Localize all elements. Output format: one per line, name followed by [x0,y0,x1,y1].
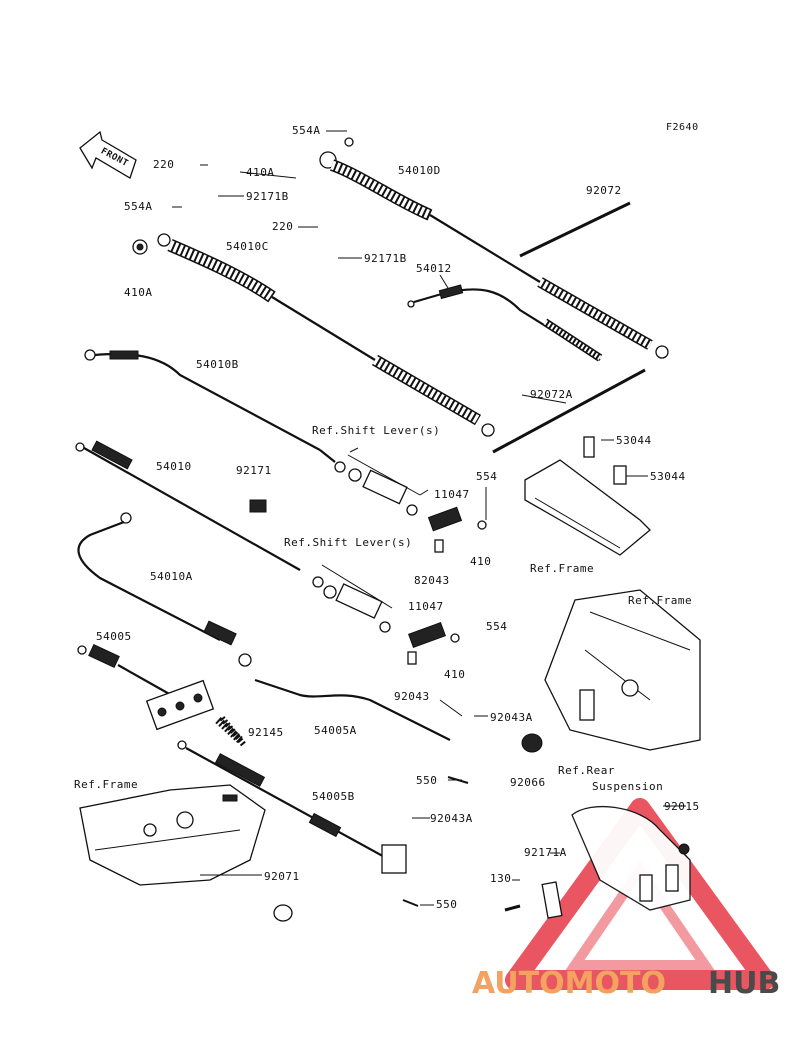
label-92072: 92072 [586,184,622,197]
label-220-a: 220 [153,158,174,171]
ref-frame-top [524,436,651,556]
label-92171B-b: 92171B [364,252,407,265]
bushing-92071 [273,904,293,922]
cable-54010A [77,512,252,667]
label-54005A: 54005A [314,724,357,737]
label-92043A-b: 92043A [430,812,473,825]
label-54005: 54005 [96,630,132,643]
label-410A-b: 410A [124,286,153,299]
shift-lever-group-1 [334,447,487,553]
label-54005B: 54005B [312,790,355,803]
label-53044-a: 53044 [616,434,652,447]
label-92171A: 92171A [524,846,567,859]
grommet-92066 [521,733,543,753]
label-92015: 92015 [664,800,700,813]
label-54012: 54012 [416,262,452,275]
label-554-b: 554 [486,620,507,633]
label-11047-a: 11047 [434,488,470,501]
watermark-text: AUTOMOTO HUB [472,966,780,1001]
label-554A-left: 554A [124,200,153,213]
label-ref-rear: Ref.Rear [558,764,615,777]
spring-92145 [219,716,247,747]
cable-54005B [177,740,407,874]
ref-frame-bottom [79,784,266,886]
label-410-b: 410 [444,668,465,681]
label-ref-frame-1: Ref.Frame [530,562,594,575]
label-82043: 82043 [414,574,450,587]
label-554-a: 554 [476,470,497,483]
label-92043: 92043 [394,690,430,703]
cable-54012 [407,284,603,362]
shift-lever-group-2 [312,564,460,665]
label-92071: 92071 [264,870,300,883]
watermark-part2: HUB [708,966,780,1001]
label-92145: 92145 [248,726,284,739]
label-54010: 54010 [156,460,192,473]
pin-550-b [402,899,419,907]
part-labels: 554A 54010D 220 410A 92171B 92072 554A 2… [74,124,700,911]
label-130: 130 [490,872,511,885]
label-ref-shift-lever-1: Ref.Shift Lever(s) [312,424,440,437]
label-550-b: 550 [436,898,457,911]
label-54010A: 54010A [150,570,193,583]
rod-92072 [519,201,631,258]
cable-54010B [84,349,336,463]
label-54010D: 54010D [398,164,441,177]
label-53044-b: 53044 [650,470,686,483]
leader-lines [172,130,686,906]
label-suspension: Suspension [592,780,663,793]
cable-54010C [132,233,495,437]
label-11047-b: 11047 [408,600,444,613]
clip-92171 [249,499,267,513]
rod-92072A [492,368,646,454]
label-410-a: 410 [470,555,491,568]
watermark-part1: AUTOMOTO [472,966,666,1001]
cable-54010 [75,440,301,571]
ref-rear-suspension [504,805,691,919]
label-410A-a: 410A [246,166,275,179]
diagram-code: F2640 [666,122,699,133]
label-550-a: 550 [416,774,437,787]
label-ref-shift-lever-2: Ref.Shift Lever(s) [284,536,412,549]
label-ref-frame-2: Ref.Frame [628,594,692,607]
label-92171: 92171 [236,464,272,477]
label-54010C: 54010C [226,240,269,253]
cable-54005 [77,643,451,743]
label-92072A: 92072A [530,388,573,401]
label-54010B: 54010B [196,358,239,371]
front-arrow-icon: FRONT [79,130,137,179]
label-92171B-a: 92171B [246,190,289,203]
label-220-b: 220 [272,220,293,233]
label-ref-frame-3: Ref.Frame [74,778,138,791]
label-92066: 92066 [510,776,546,789]
label-554A-top: 554A [292,124,321,137]
label-92043A-a: 92043A [490,711,533,724]
watermark-logo [505,798,775,990]
ref-frame-mid [544,589,701,751]
cable-54010D [319,137,669,359]
